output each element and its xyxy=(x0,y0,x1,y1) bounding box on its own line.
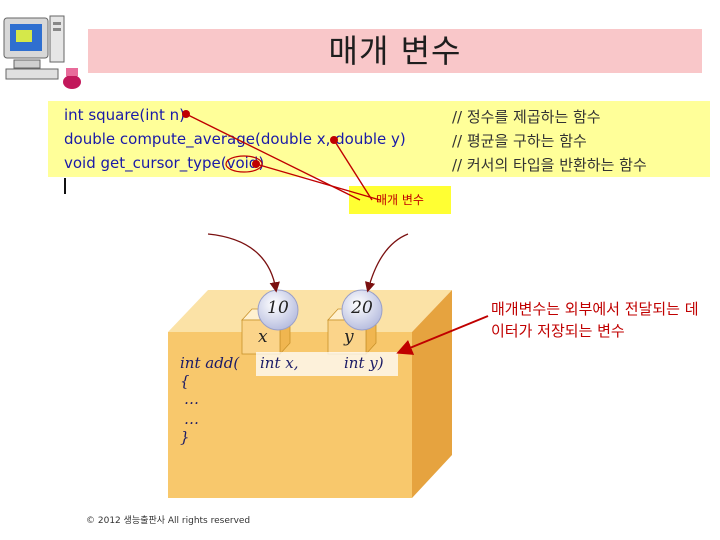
comment-line-2: // 평균을 구하는 함수 xyxy=(452,132,587,150)
box-code-line-5: } xyxy=(180,428,190,446)
slide-title: 매개 변수 xyxy=(328,32,462,70)
explanation-arrow xyxy=(396,315,489,355)
title-banner xyxy=(88,29,702,73)
curved-arrow-1 xyxy=(207,233,280,293)
parameter-label: 매개 변수 xyxy=(376,193,424,207)
value-ball-2-text: 20 xyxy=(351,298,373,318)
copyright-footer: © 2012 생능출판사 All rights reserved xyxy=(86,516,251,526)
comment-line-3: // 커서의 타입을 반환하는 함수 xyxy=(452,156,647,174)
connector-dot-3 xyxy=(252,160,260,168)
param-highlight-band xyxy=(256,352,398,376)
code-line-2: double compute_average(double x, double … xyxy=(64,130,406,148)
connector-dot-1 xyxy=(182,110,190,118)
computer-clipart-icon xyxy=(0,12,86,98)
void-highlight xyxy=(225,155,263,173)
code-box xyxy=(48,101,710,177)
code-line-3: void get_cursor_type(void) xyxy=(64,154,265,172)
value-ball-1-text: 10 xyxy=(267,298,289,318)
box-code-line-2: { xyxy=(180,372,190,390)
box-code-line-4: … xyxy=(184,410,199,428)
connector-line-3 xyxy=(255,163,381,201)
text-cursor xyxy=(64,178,66,194)
param-name-y: y xyxy=(344,327,354,347)
explanation-text: 매개변수는 외부에서 전달되는 데이터가 저장되는 변수 xyxy=(491,300,699,340)
connector-line-2 xyxy=(333,139,373,201)
connector-dot-2 xyxy=(330,136,338,144)
value-ball-2 xyxy=(341,289,383,331)
box-top-face xyxy=(168,290,452,332)
param-name-x: x xyxy=(258,327,268,347)
box-code-line-1: int add( xyxy=(180,354,240,372)
box-code-param-2: int y) xyxy=(344,354,384,372)
box-code-param-1: int x, xyxy=(260,354,299,372)
comment-line-1: // 정수를 제곱하는 함수 xyxy=(452,108,601,126)
code-line-1: int square(int n) xyxy=(64,106,185,124)
curved-arrow-2 xyxy=(364,233,409,293)
box-code-line-3: … xyxy=(184,390,199,408)
